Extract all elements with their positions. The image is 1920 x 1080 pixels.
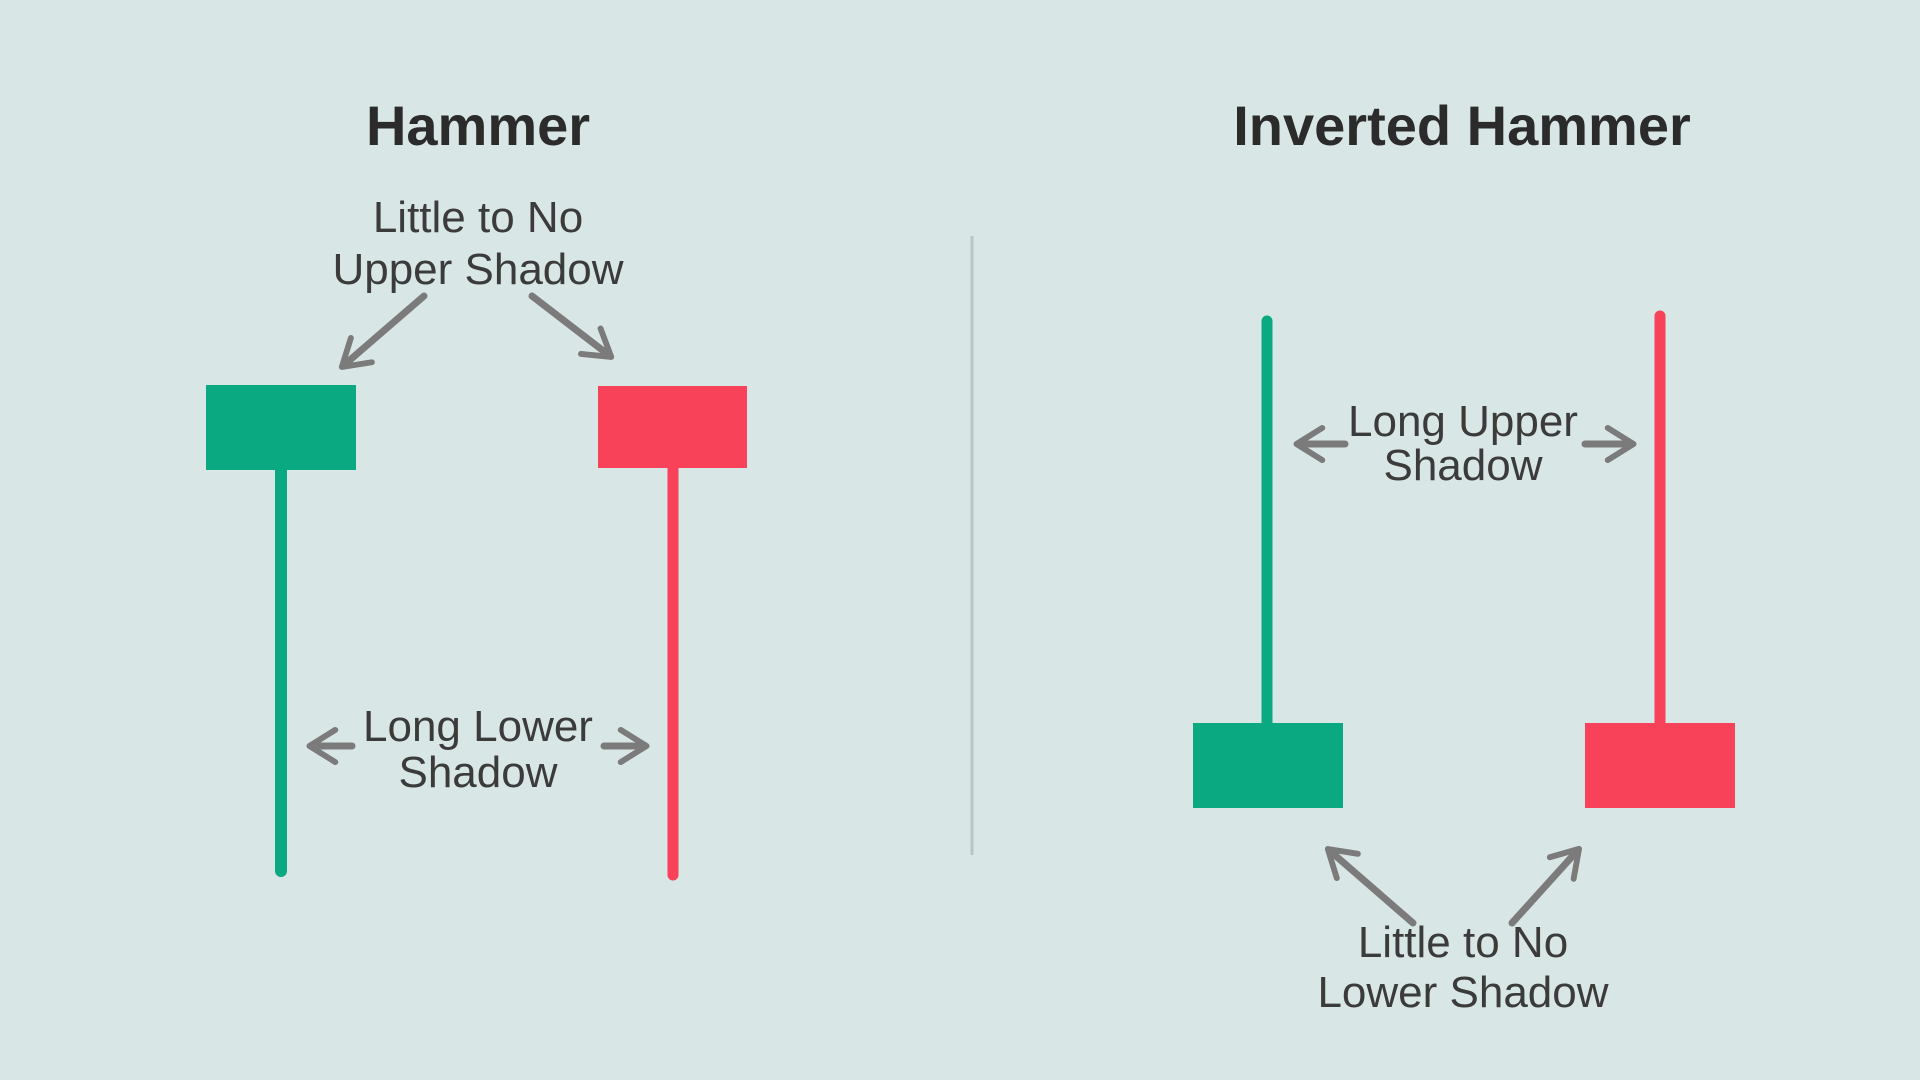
bullish-hammer-body (206, 385, 356, 470)
bullish-hammer-candle (206, 385, 356, 877)
hammer-lower-label-line1: Long Lower (363, 702, 593, 751)
bearish-hammer-body (598, 386, 747, 468)
inverted-hammer-lower-label-line1: Little to No (1358, 918, 1568, 967)
bearish-inverted-hammer-candle (1585, 310, 1735, 808)
arrow-up-left-icon (1324, 846, 1417, 927)
inverted-hammer-title: Inverted Hammer (1233, 94, 1691, 157)
arrow-up-right-icon (1508, 845, 1582, 927)
inverted-hammer-lower-label-line2: Lower Shadow (1317, 968, 1608, 1017)
bearish-hammer-candle (598, 386, 747, 881)
hammer-upper-label-line1: Little to No (373, 193, 583, 242)
inverted-hammer-panel: Inverted Hammer Long Upper Shadow Little… (1193, 94, 1735, 1017)
bullish-inverted-hammer-candle (1193, 315, 1343, 808)
inverted-hammer-middle-label-line1: Long Upper (1348, 397, 1578, 446)
arrow-down-left-icon (338, 292, 428, 370)
inverted-hammer-middle-label-line2: Shadow (1383, 441, 1542, 490)
bearish-inverted-hammer-body (1585, 723, 1735, 808)
hammer-lower-label-line2: Shadow (398, 748, 557, 797)
hammer-title: Hammer (366, 94, 590, 157)
hammer-upper-label-line2: Upper Shadow (332, 245, 623, 294)
arrow-down-right-icon (528, 292, 615, 360)
bullish-inverted-hammer-body (1193, 723, 1343, 808)
hammer-panel: Hammer Little to No Upper Shadow Long Lo… (206, 94, 747, 881)
